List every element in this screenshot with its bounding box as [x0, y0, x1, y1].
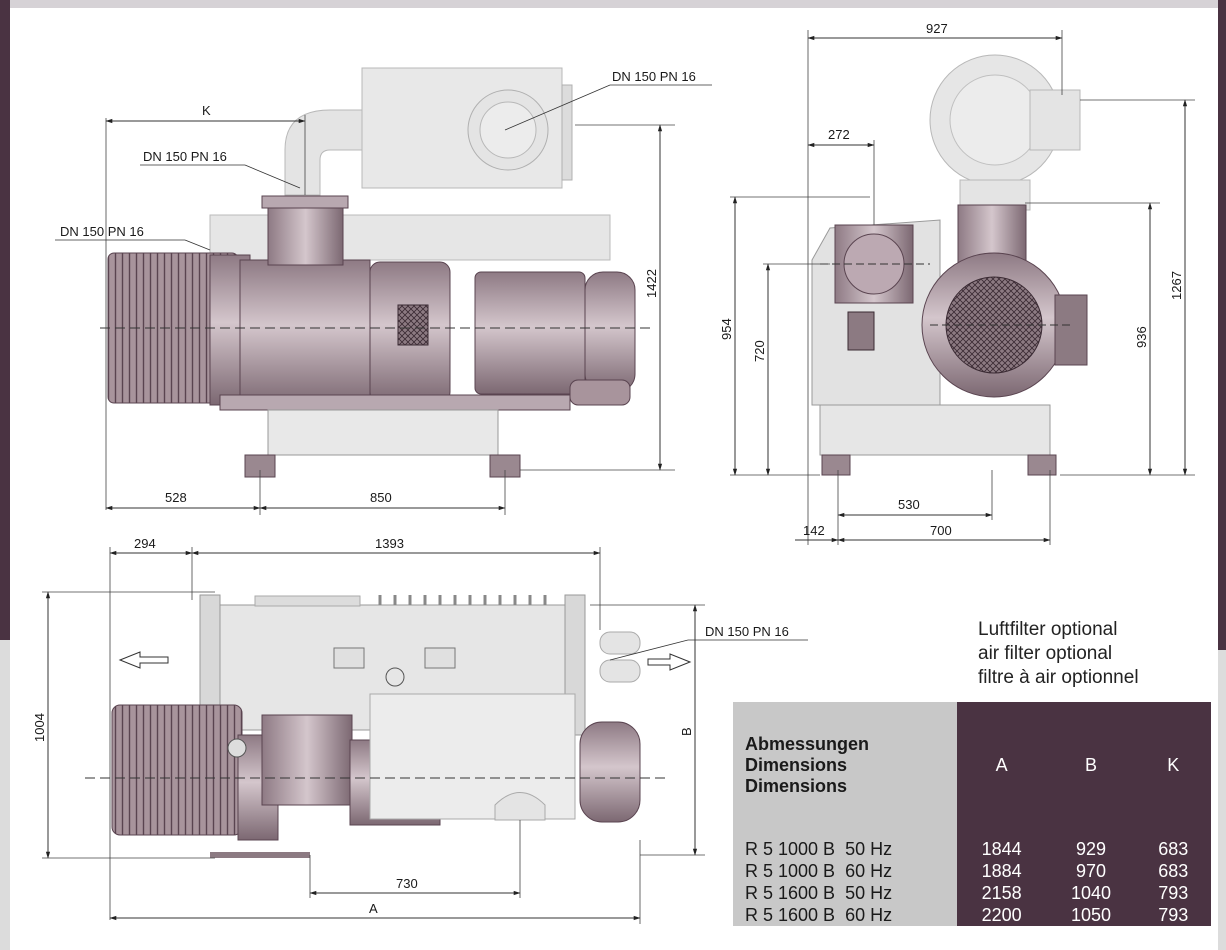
top-cooler-fins — [111, 704, 243, 836]
dim-b-label: B — [679, 727, 694, 736]
table-header-row: Abmessungen Dimensions Dimensions A B K — [733, 702, 1211, 828]
col-header-k: K — [1135, 702, 1211, 828]
right-brand-bar — [1218, 0, 1226, 650]
inlet-flange-block — [267, 204, 344, 266]
left-brand-bar — [0, 0, 10, 640]
air-filter-note: Luftfilter optional air filter optional … — [978, 618, 1139, 690]
table-row: R 5 1600 B 50 Hz 2158 1040 793 — [733, 882, 1211, 904]
motor-top-view — [369, 693, 576, 820]
row-b: 970 — [1046, 860, 1136, 882]
dim-1393: 1393 — [375, 536, 404, 551]
dim-730: 730 — [396, 876, 418, 891]
row-k: 683 — [1135, 828, 1211, 860]
dim-1267: 1267 — [1169, 271, 1184, 300]
row-a: 1844 — [957, 828, 1047, 860]
col-header-b: B — [1046, 702, 1136, 828]
dim-954: 954 — [719, 318, 734, 340]
dimensions-table: Abmessungen Dimensions Dimensions A B K … — [733, 702, 1211, 926]
side-base-frame — [819, 404, 1051, 456]
row-b: 1050 — [1046, 904, 1136, 926]
row-a: 2200 — [957, 904, 1047, 926]
row-model: R 5 1600 B 50 Hz — [733, 882, 957, 904]
motor — [474, 271, 586, 395]
top-border — [0, 0, 1226, 8]
note-line-fr: filtre à air optionnel — [978, 667, 1139, 688]
table-header-label: Abmessungen Dimensions Dimensions — [733, 702, 957, 828]
dim-936: 936 — [1134, 326, 1149, 348]
flow-arrow-right — [647, 653, 692, 671]
note-line-en: air filter optional — [978, 643, 1113, 664]
dim-272: 272 — [828, 127, 850, 142]
flange-label-left: DN 150 PN 16 — [60, 224, 144, 239]
row-k: 683 — [1135, 860, 1211, 882]
row-model: R 5 1000 B 50 Hz — [733, 828, 957, 860]
dim-1422: 1422 — [644, 269, 659, 298]
row-k: 793 — [1135, 882, 1211, 904]
flange-label-top-view: DN 150 PN 16 — [705, 624, 789, 639]
dim-720: 720 — [752, 340, 767, 362]
flange-label-mid: DN 150 PN 16 — [143, 149, 227, 164]
dim-142: 142 — [803, 523, 825, 538]
front-view: K 1422 528 850 DN 150 PN 16 DN 150 PN 16… — [55, 67, 712, 515]
row-model: R 5 1000 B 60 Hz — [733, 860, 957, 882]
dim-850: 850 — [370, 490, 392, 505]
dim-927: 927 — [926, 21, 948, 36]
col-header-a: A — [957, 702, 1047, 828]
table-row: R 5 1600 B 60 Hz 2200 1050 793 — [733, 904, 1211, 926]
dim-a-label: A — [369, 901, 378, 916]
table-row: R 5 1000 B 60 Hz 1884 970 683 — [733, 860, 1211, 882]
row-b: 929 — [1046, 828, 1136, 860]
pipe-elbow — [284, 109, 363, 196]
side-view: 927 272 954 720 936 1267 530 142 700 — [719, 21, 1195, 545]
dim-k-label: K — [202, 103, 211, 118]
dim-530: 530 — [898, 497, 920, 512]
row-k: 793 — [1135, 904, 1211, 926]
table-row: R 5 1000 B 50 Hz 1844 929 683 — [733, 828, 1211, 860]
left-grey-bar — [0, 640, 10, 950]
row-b: 1040 — [1046, 882, 1136, 904]
row-model: R 5 1600 B 60 Hz — [733, 904, 957, 926]
dim-528: 528 — [165, 490, 187, 505]
top-view: 294 1393 1004 B 730 A DN 150 PN 16 — [32, 536, 808, 924]
note-line-de: Luftfilter optional — [978, 619, 1118, 640]
flange-label-top: DN 150 PN 16 — [612, 69, 696, 84]
top-inlet-flange — [261, 714, 353, 806]
dim-1004: 1004 — [32, 713, 47, 742]
row-a: 2158 — [957, 882, 1047, 904]
dim-294: 294 — [134, 536, 156, 551]
right-grey-bar — [1218, 650, 1226, 950]
flow-arrow-left — [118, 651, 169, 669]
row-a: 1884 — [957, 860, 1047, 882]
dim-700: 700 — [930, 523, 952, 538]
